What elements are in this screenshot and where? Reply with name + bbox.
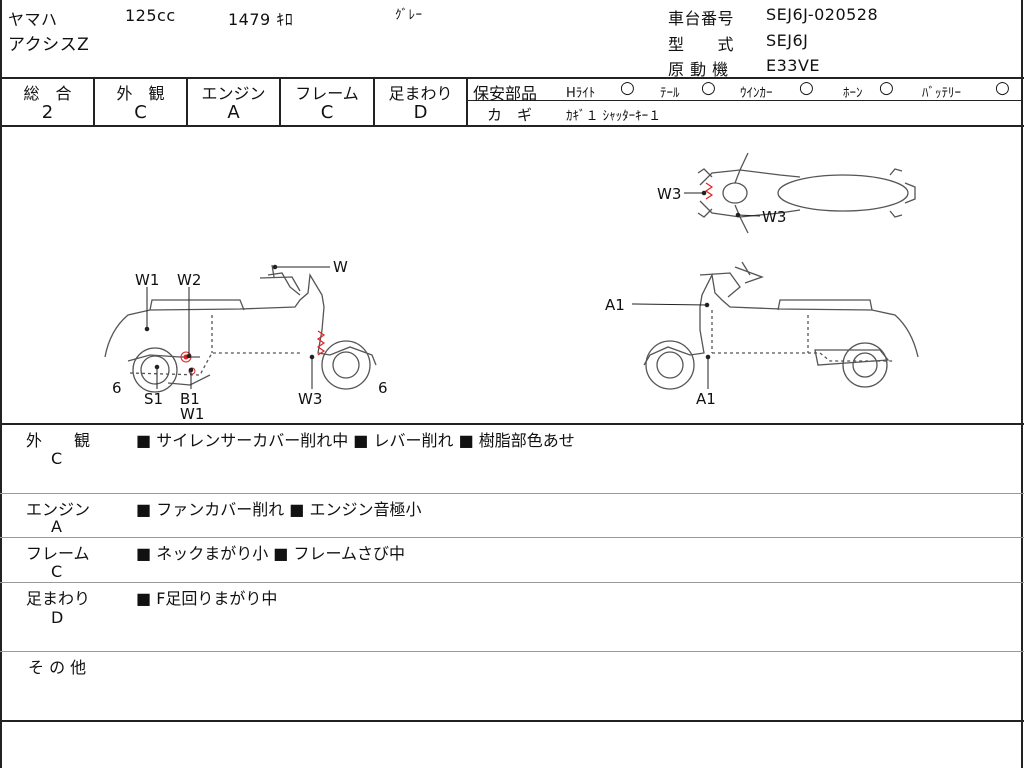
section-frame-grade: C	[51, 562, 63, 581]
label-six-left: 6	[112, 379, 122, 397]
displacement: 125cc	[125, 6, 176, 25]
engine-label: 原 動 機	[668, 60, 729, 79]
section-engine-grade: A	[51, 517, 62, 536]
label-w3-top-a: W3	[657, 185, 681, 203]
divider-sec4	[0, 651, 1024, 652]
safety-winker-mark: ○	[799, 78, 814, 98]
type-label: 型 式	[668, 35, 735, 54]
section-engine-notes: ■ ファンカバー削れ ■ エンジン音極小	[136, 500, 422, 519]
grade-label-suspension: 足まわり	[388, 84, 453, 103]
section-engine-label: エンジン	[26, 500, 91, 519]
label-w1-bottom: W1	[180, 405, 204, 423]
divider-diagram	[0, 423, 1024, 425]
grade-sep-5	[466, 77, 468, 127]
grade-value-frame: C	[320, 102, 334, 123]
divider-grades-mid	[467, 100, 1022, 101]
damage-diagram: W1 W2 W 6 S1 B1 W1 W3 6 W3 W3 A1 A1	[104, 152, 919, 423]
maker: ヤマハ	[8, 10, 58, 29]
divider-sec5	[0, 720, 1024, 722]
divider-grades	[0, 125, 1024, 127]
divider-sec2	[0, 537, 1024, 538]
keys-label: カ ギ	[487, 106, 533, 124]
scooter-right-side	[643, 261, 919, 390]
scooter-top-view	[697, 152, 916, 234]
grade-sep-4	[373, 77, 375, 127]
grade-value-engine: A	[227, 102, 240, 123]
scooter-left-side	[104, 264, 377, 393]
safety-headlight-mark: ○	[620, 78, 635, 98]
section-exterior-notes: ■ サイレンサーカバー削れ中 ■ レバー削れ ■ 樹脂部色あせ	[136, 431, 575, 450]
safety-tail-mark: ○	[701, 78, 716, 98]
grade-sep-2	[186, 77, 188, 127]
frame-left	[0, 0, 2, 768]
model-name: アクシスZ	[8, 35, 90, 55]
divider-sec1	[0, 493, 1024, 494]
frame-no-label: 車台番号	[668, 9, 735, 28]
safety-battery-mark: ○	[995, 78, 1010, 98]
grade-value-suspension: D	[413, 102, 428, 123]
safety-horn-mark: ○	[879, 78, 894, 98]
label-a1-top: A1	[605, 296, 625, 314]
keys-value: ｶｷﾞ１ ｼｬｯﾀｰｷｰ１	[566, 109, 662, 124]
mileage: 1479 ｷﾛ	[228, 10, 294, 29]
section-suspension-grade: D	[51, 608, 64, 627]
label-s1: S1	[144, 390, 163, 408]
safety-label: 保安部品	[473, 84, 538, 103]
grade-sep-1	[93, 77, 95, 127]
safety-horn: ﾎｰﾝ	[843, 86, 863, 101]
grade-label-overall: 総 合	[23, 84, 72, 103]
color: ｸﾞﾚｰ	[395, 8, 423, 23]
safety-tail: ﾃｰﾙ	[660, 86, 680, 101]
frame-right	[1021, 0, 1023, 768]
label-w3-left: W3	[298, 390, 322, 408]
frame-no: SEJ6J-020528	[766, 5, 879, 24]
grade-sep-3	[279, 77, 281, 127]
safety-battery: ﾊﾞｯﾃﾘｰ	[922, 86, 961, 101]
section-frame-label: フレーム	[26, 544, 90, 563]
section-frame-notes: ■ ネックまがり小 ■ フレームさび中	[136, 544, 406, 563]
section-suspension-notes: ■ F足回りまがり中	[136, 589, 278, 608]
grade-value-overall: 2	[41, 102, 54, 123]
grade-value-exterior: C	[134, 102, 147, 123]
label-w-handle: W	[333, 258, 348, 276]
label-w3-top-b: W3	[762, 208, 786, 226]
safety-headlight: Hﾗｲﾄ	[566, 86, 596, 101]
grade-label-engine: エンジン	[201, 84, 266, 103]
label-w1-top: W1	[135, 271, 159, 289]
label-w2: W2	[177, 271, 201, 289]
grade-label-frame: フレーム	[295, 84, 359, 103]
section-exterior-label: 外 観	[26, 431, 91, 450]
section-suspension-label: 足まわり	[26, 589, 91, 608]
label-b1: B1	[180, 390, 200, 408]
grade-label-exterior: 外 観	[116, 84, 165, 103]
type-value: SEJ6J	[766, 31, 809, 50]
leader-lines	[144, 190, 761, 389]
label-a1-bottom: A1	[696, 390, 716, 408]
label-six-right: 6	[378, 379, 388, 397]
divider-sec3	[0, 582, 1024, 583]
engine-value: E33VE	[766, 56, 821, 75]
section-other-label: そ の 他	[28, 658, 87, 677]
divider-header	[0, 77, 1024, 79]
section-exterior-grade: C	[51, 449, 63, 468]
safety-winker: ｳｲﾝｶｰ	[740, 86, 773, 101]
